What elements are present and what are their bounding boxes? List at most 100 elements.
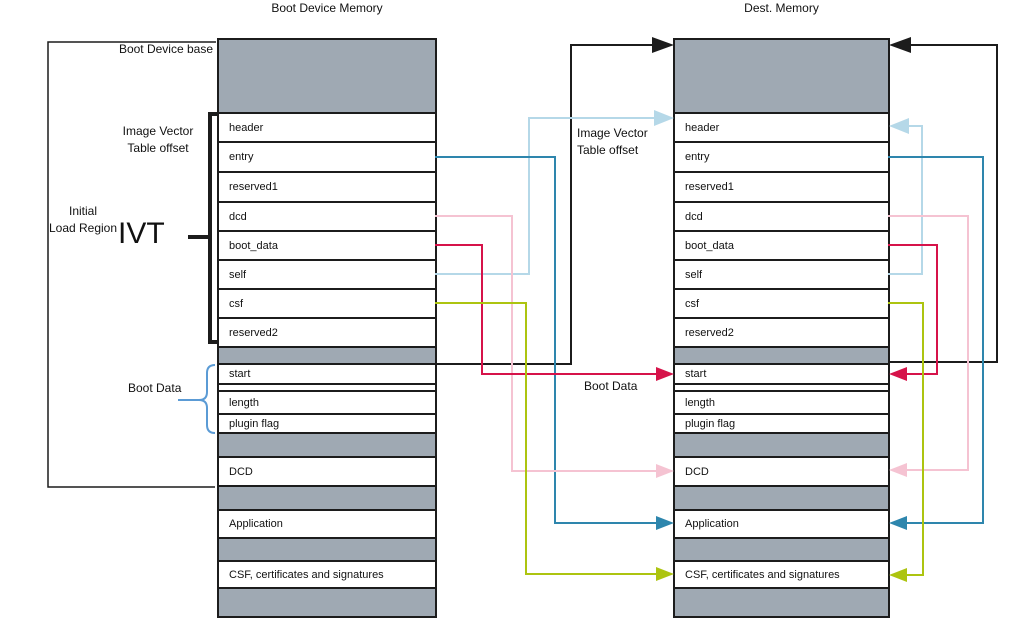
csf-to-csf-right [888, 302, 924, 576]
memory-row-label: csf [229, 297, 244, 310]
bootdata-to-start-left-arrowhead [656, 367, 674, 381]
memory-row-plugin-flag: plugin flag [219, 415, 435, 434]
memory-row-label: length [685, 396, 715, 409]
memory-region [219, 348, 435, 365]
ivt-offset-line1: Image Vector [122, 124, 194, 138]
memory-row-header: header [675, 114, 888, 143]
memory-row-dcd: dcd [675, 203, 888, 232]
initial-load-region-bracket [47, 41, 216, 488]
bootdata-to-start-right-arrowhead [889, 367, 907, 381]
memory-row-application: Application [675, 511, 888, 539]
memory-row-label: start [685, 368, 707, 380]
memory-row-start: start [219, 365, 435, 385]
ivt-offset-line2: Table offset [127, 141, 189, 155]
bootdata-to-start-left [435, 244, 659, 375]
memory-region [675, 40, 888, 114]
memory-row-label: CSF, certificates and signatures [229, 568, 384, 581]
memory-row-label: boot_data [685, 239, 734, 252]
memory-row-dcd: dcd [219, 203, 435, 232]
memory-row-header: header [219, 114, 435, 143]
memory-region [219, 434, 435, 458]
initial-load-line1: Initial [68, 204, 97, 218]
memory-row-label: reserved2 [229, 326, 278, 339]
memory-region [675, 589, 888, 616]
memory-row-reserved1: reserved1 [219, 173, 435, 203]
ivt-offset-label-dest: Image Vector Table offset [577, 125, 672, 159]
memory-row-label: header [229, 121, 264, 134]
memory-row-reserved2: reserved2 [219, 319, 435, 348]
memory-row-label: dcd [229, 210, 247, 223]
boot-data-label-left: Boot Data [128, 381, 182, 395]
memory-row-length: length [675, 392, 888, 415]
dcd-to-dcd-right [888, 215, 969, 471]
start-to-destbase-right-arrowhead [889, 37, 911, 53]
dcd-to-dcd-left-arrowhead [656, 464, 674, 478]
csf-to-csf-left [435, 302, 659, 575]
memory-region [219, 487, 435, 511]
memory-row-label: reserved1 [685, 181, 734, 193]
memory-row-label: header [685, 121, 720, 134]
memory-row-label: boot_data [229, 239, 278, 252]
memory-row-reserved2: reserved2 [675, 319, 888, 348]
boot-data-label-dest: Boot Data [584, 379, 638, 393]
memory-row-label: entry [685, 151, 710, 163]
memory-region [219, 539, 435, 562]
memory-row-label: dcd [685, 210, 703, 223]
memory-row-boot-data: boot_data [219, 232, 435, 261]
memory-region [675, 539, 888, 562]
memory-row-label: csf [685, 297, 700, 310]
memory-row-label: self [685, 268, 703, 281]
memory-row-boot-data: boot_data [675, 232, 888, 261]
memory-row-label: reserved1 [229, 181, 278, 193]
memory-row-label: DCD [229, 465, 253, 478]
memory-row-plugin-flag: plugin flag [675, 415, 888, 434]
ivt-offset-line1: Image Vector [577, 126, 648, 140]
memory-row-label: entry [229, 151, 254, 163]
memory-row-label: CSF, certificates and signatures [685, 568, 840, 581]
initial-load-line2: Load Region [48, 221, 118, 235]
entry-to-application-left-arrowhead [656, 516, 674, 530]
csf-to-csf-right-arrowhead [889, 568, 907, 582]
memory-region [219, 40, 435, 114]
entry-to-application-right [888, 156, 984, 524]
memory-row-label: plugin flag [229, 417, 280, 430]
memory-row-reserved1: reserved1 [675, 173, 888, 203]
memory-row-length: length [219, 392, 435, 415]
memory-row-label: DCD [685, 465, 709, 478]
memory-row-entry: entry [219, 143, 435, 173]
memory-row-dcd: DCD [219, 458, 435, 487]
entry-to-application-left [435, 156, 659, 524]
memory-region [675, 434, 888, 458]
self-to-header-right [888, 125, 923, 275]
boot-device-base-label: Boot Device base [118, 42, 213, 56]
memory-row-csf: csf [219, 290, 435, 319]
memory-row-label: Application [229, 518, 283, 530]
memory-region [219, 385, 435, 392]
ivt-label: IVT [118, 217, 165, 250]
memory-region [675, 385, 888, 392]
self-to-header-left-arrowhead [654, 110, 674, 126]
memory-region [675, 487, 888, 511]
memory-row-label: Application [685, 518, 739, 530]
memory-region [219, 589, 435, 616]
bootdata-to-start-right [888, 244, 938, 375]
memory-row-application: Application [219, 511, 435, 539]
memory-row-csf-certificates-and-signatures: CSF, certificates and signatures [675, 562, 888, 589]
entry-to-application-right-arrowhead [889, 516, 907, 530]
memory-row-start: start [675, 365, 888, 385]
ivt-offset-label-left: Image Vector Table offset [108, 123, 208, 157]
csf-to-csf-left-arrowhead [656, 567, 674, 581]
left-column-title: Boot Device Memory [271, 1, 383, 15]
memory-row-label: self [229, 268, 247, 281]
boot-data-brace [178, 364, 216, 434]
start-to-destbase-left-arrowhead [652, 37, 674, 53]
memory-row-entry: entry [675, 143, 888, 173]
dcd-to-dcd-left [435, 215, 659, 472]
memory-row-label: plugin flag [685, 417, 736, 430]
start-to-destbase-right [888, 44, 998, 363]
memory-row-label: reserved2 [685, 326, 734, 339]
right-column-title: Dest. Memory [744, 1, 819, 15]
